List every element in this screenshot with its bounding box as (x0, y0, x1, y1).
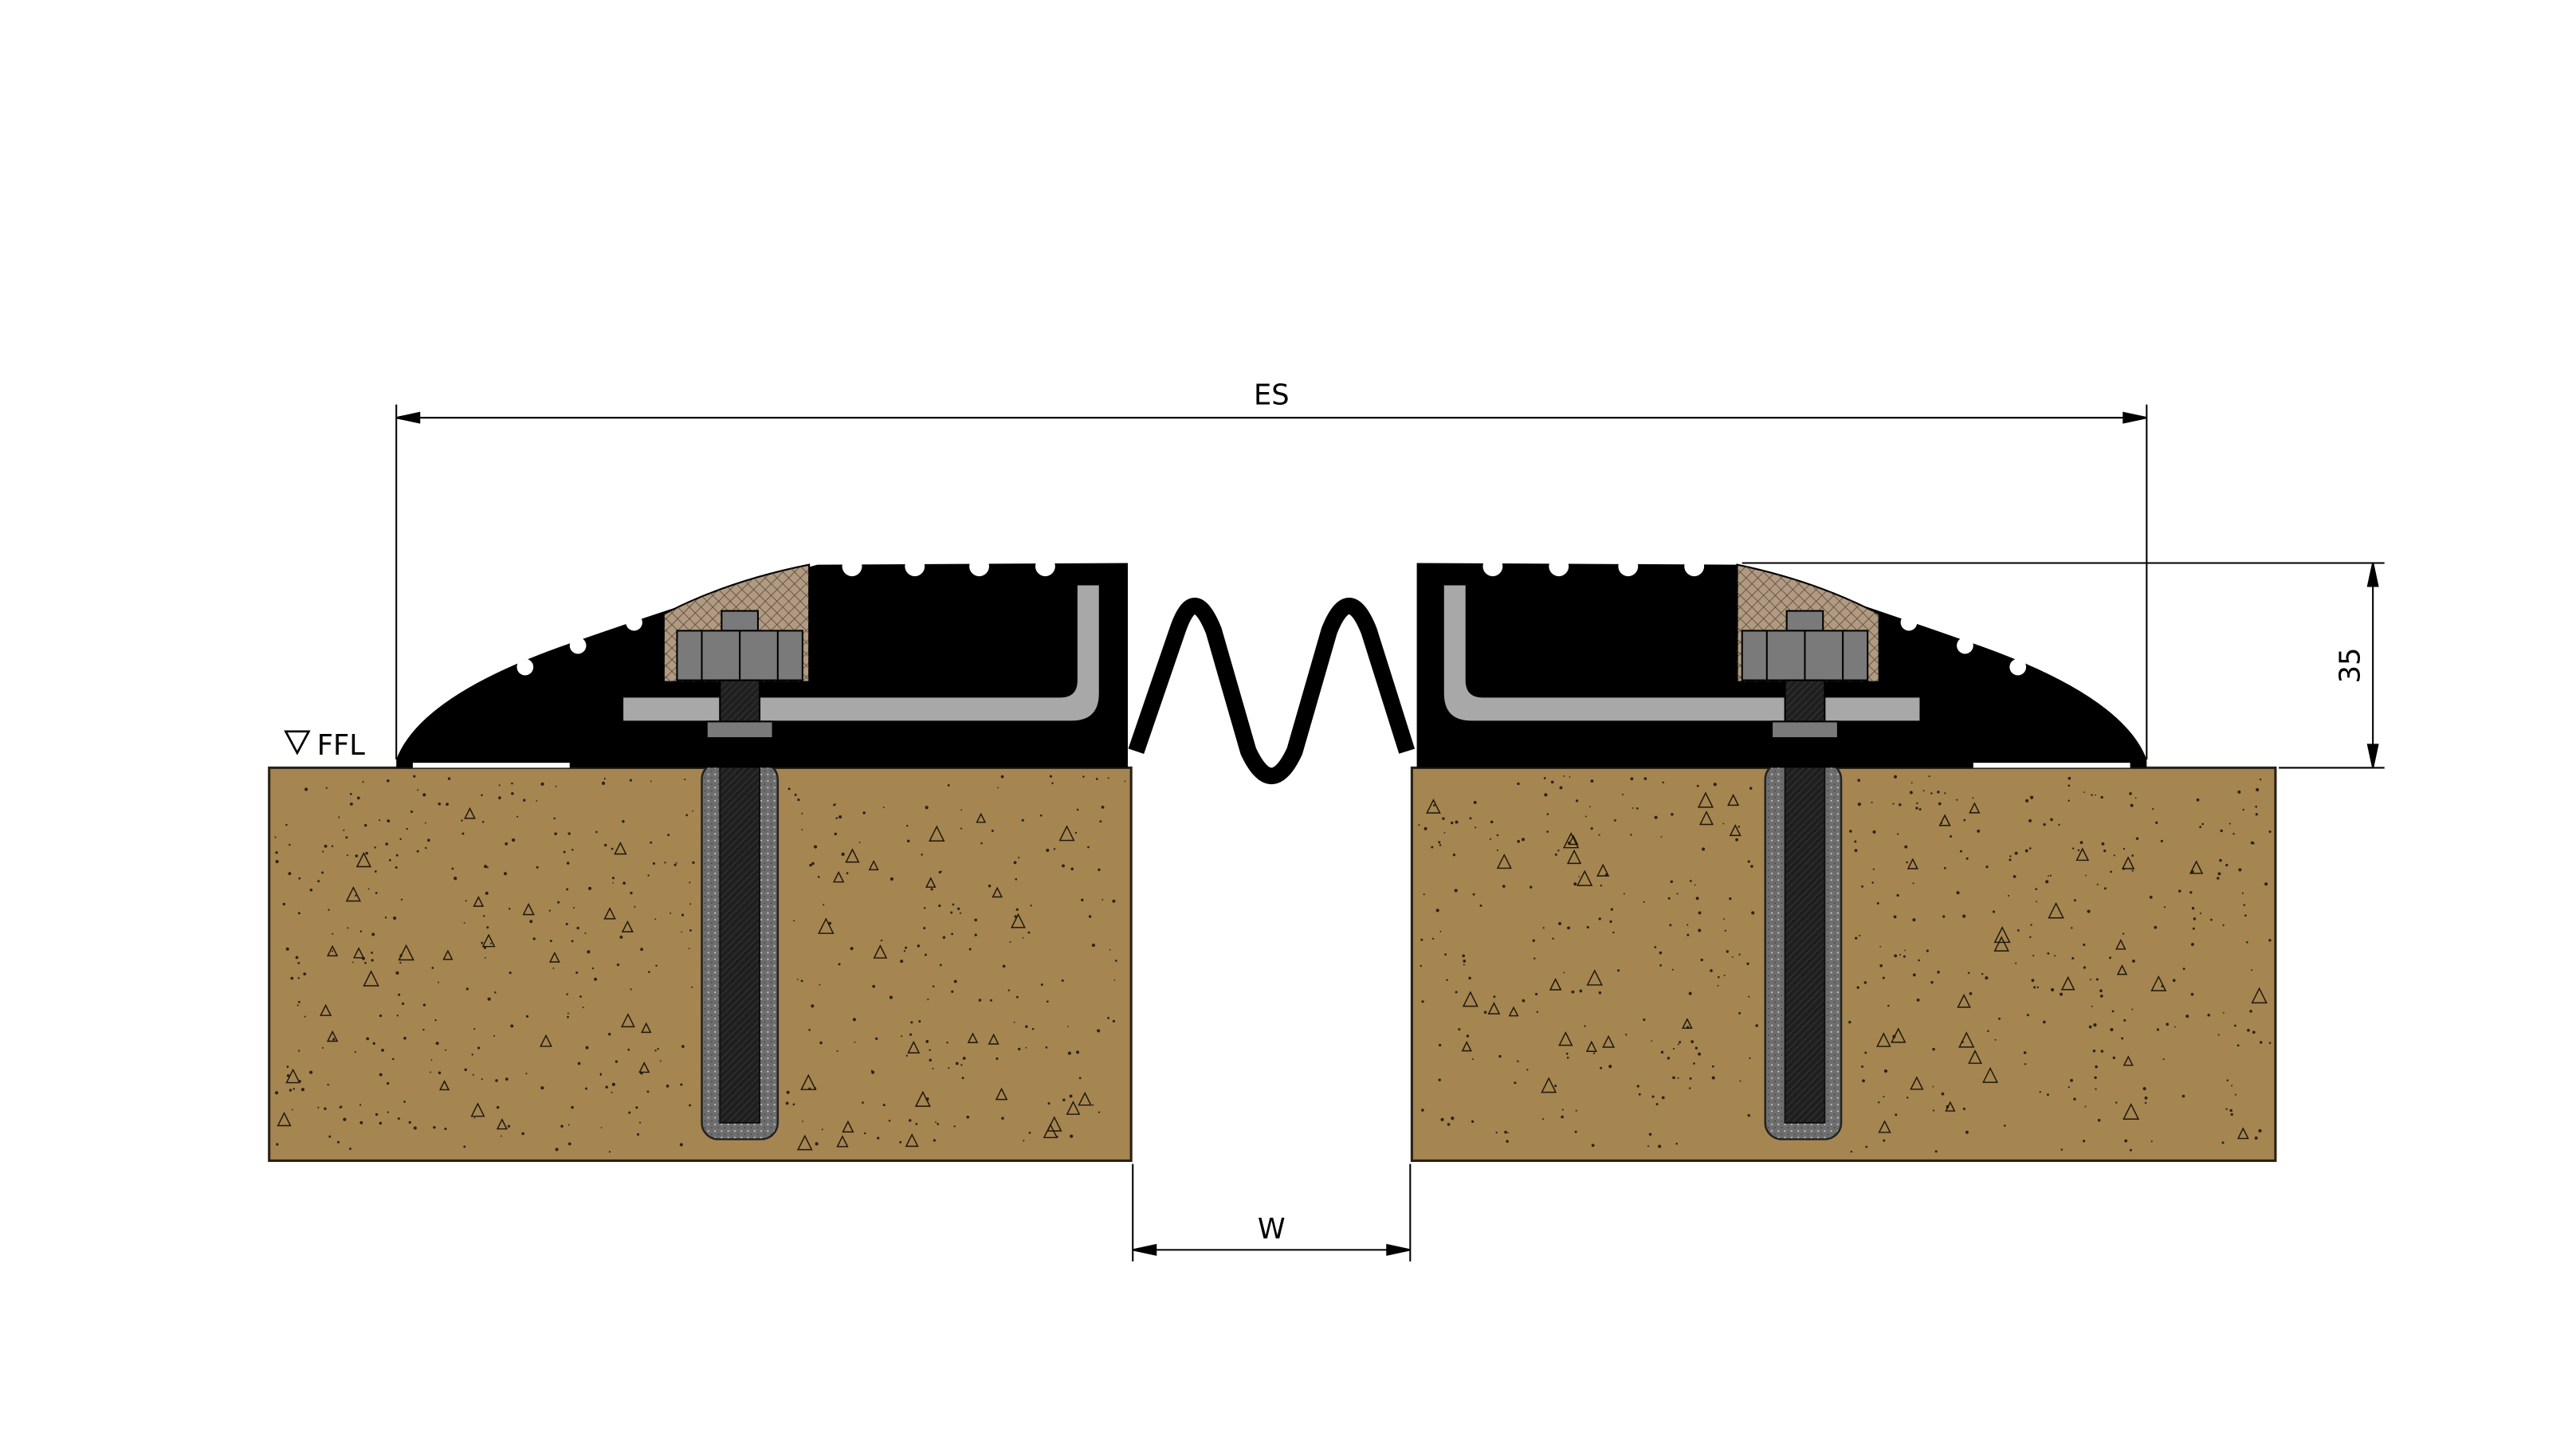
anchor-sleeve-right (1764, 725, 1843, 1140)
dimension-height (1742, 562, 2385, 769)
anchor-nut-right (1741, 610, 1869, 740)
dimension-w (1132, 1164, 1412, 1262)
bellows-seal (1128, 598, 1416, 784)
triangle-down-icon (284, 730, 311, 755)
anchor-nut-left (676, 610, 803, 740)
dimension-height-label: 35 (2334, 648, 2367, 684)
steel-plate-right (1442, 583, 1922, 723)
steel-plate-left (622, 583, 1101, 723)
concrete-slab-right (1410, 766, 2277, 1163)
concrete-slab-left (268, 766, 1133, 1163)
dimension-w-label: W (1258, 1213, 1286, 1246)
dimension-es (395, 404, 2148, 760)
dimension-es-label: ES (1254, 379, 1290, 412)
floor-level-label: FFL (317, 729, 366, 762)
anchor-sleeve-left (701, 725, 779, 1140)
